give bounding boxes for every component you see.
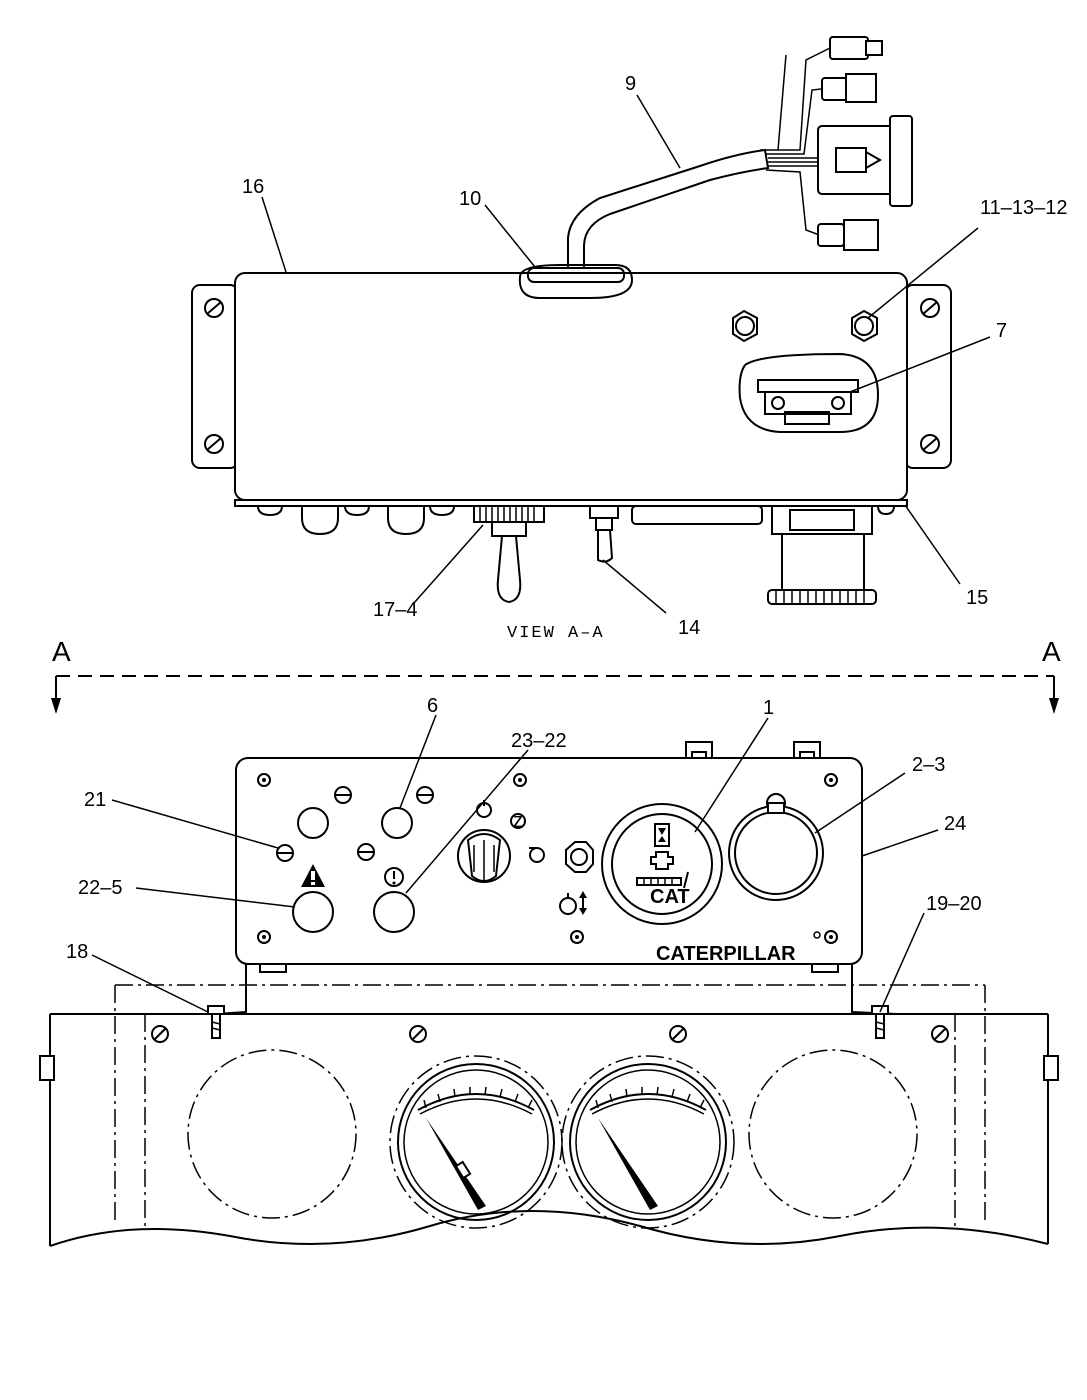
callout-22-5: 22–5 bbox=[78, 877, 123, 899]
circuit-breaker bbox=[738, 352, 880, 433]
left-flange bbox=[191, 284, 239, 469]
panel-screw bbox=[669, 1025, 687, 1043]
gauge-needle bbox=[598, 1118, 658, 1210]
svg-text:z: z bbox=[513, 810, 523, 832]
panel-screw bbox=[151, 1025, 169, 1043]
callout-9: 9 bbox=[625, 73, 636, 95]
callout-7: 7 bbox=[996, 320, 1007, 342]
hour-meter bbox=[601, 803, 723, 925]
connector-plug bbox=[821, 77, 849, 101]
corner-screw bbox=[824, 773, 838, 787]
switch-handle bbox=[496, 535, 522, 604]
housing-bottom-plate bbox=[631, 505, 763, 525]
callout-15: 15 bbox=[966, 587, 988, 609]
meter-logo: CAT bbox=[650, 886, 690, 908]
gauge-left bbox=[389, 1055, 563, 1229]
section-line-a-a: A A bbox=[51, 636, 1061, 714]
grommet bbox=[518, 264, 634, 299]
callout-24: 24 bbox=[944, 813, 966, 835]
callout-6: 6 bbox=[427, 695, 438, 717]
panel-screw bbox=[409, 1025, 427, 1043]
callout-17-4: 17–4 bbox=[373, 599, 418, 621]
wiring-harness bbox=[567, 148, 770, 268]
break-line bbox=[49, 1210, 1049, 1247]
flange-screw bbox=[920, 434, 940, 454]
callout-1: 1 bbox=[763, 697, 774, 719]
flange-screw bbox=[920, 298, 940, 318]
callout-16: 16 bbox=[242, 176, 264, 198]
connector-main bbox=[817, 125, 897, 195]
callout-19-20: 19–20 bbox=[926, 893, 982, 915]
flange-screw bbox=[204, 434, 224, 454]
right-flange bbox=[904, 284, 952, 469]
corner-screw bbox=[513, 773, 527, 787]
toggle-switch-nut bbox=[565, 841, 594, 873]
panel-screw bbox=[931, 1025, 949, 1043]
corner-screw bbox=[257, 773, 271, 787]
exclamation-circle-icon bbox=[384, 867, 404, 887]
alert-lamp-large bbox=[292, 891, 334, 933]
alert-lamp-large bbox=[373, 891, 415, 933]
callout-23-22: 23–22 bbox=[511, 730, 567, 752]
front-callouts: 6 23–22 1 2–3 21 24 22–5 19–20 18 bbox=[66, 695, 982, 1013]
corner-screw bbox=[824, 930, 838, 944]
arrow-down-icon bbox=[1049, 698, 1059, 714]
indicator-lamp-side bbox=[301, 506, 339, 536]
instrument-panel bbox=[39, 984, 1059, 1247]
housing-body bbox=[234, 272, 908, 501]
corner-screw bbox=[257, 930, 271, 944]
callout-21: 21 bbox=[84, 789, 106, 811]
arrow-down-icon bbox=[51, 698, 61, 714]
indicator-lamp bbox=[297, 807, 329, 839]
callout-10: 10 bbox=[459, 188, 481, 210]
callout-14: 14 bbox=[678, 617, 700, 639]
flange-screw bbox=[204, 298, 224, 318]
brand-logo: CATERPILLAR bbox=[656, 943, 796, 965]
gauge-cutout bbox=[748, 1049, 918, 1219]
indicator-lamp-side bbox=[387, 506, 425, 536]
corner-screw bbox=[570, 930, 584, 944]
connector-plug bbox=[829, 36, 869, 60]
arrow-down-icon bbox=[579, 908, 587, 915]
callout-2-3: 2–3 bbox=[912, 754, 945, 776]
gauge-needle bbox=[426, 1118, 486, 1210]
toggle-lever bbox=[597, 529, 614, 563]
view-label: VIEW A–A bbox=[507, 624, 605, 643]
indicator-lamp bbox=[381, 807, 413, 839]
gauge-cutout bbox=[187, 1049, 357, 1219]
arrow-up-icon bbox=[579, 891, 587, 898]
gauge-right bbox=[561, 1055, 735, 1229]
callout-18: 18 bbox=[66, 941, 88, 963]
auto-position-icon bbox=[510, 813, 526, 829]
callout-11-13-12: 11–13–12 bbox=[980, 197, 1068, 219]
front-view-panel: z CAT CATERPILLAR bbox=[215, 741, 897, 1015]
section-marker-right: A bbox=[1042, 636, 1061, 667]
top-view-panel: 16 10 9 11–13–12 7 17–4 14 15 VIEW A–A bbox=[191, 36, 1068, 643]
section-marker-left: A bbox=[52, 636, 71, 667]
connector-plug bbox=[817, 223, 845, 247]
panel-face bbox=[235, 757, 863, 965]
